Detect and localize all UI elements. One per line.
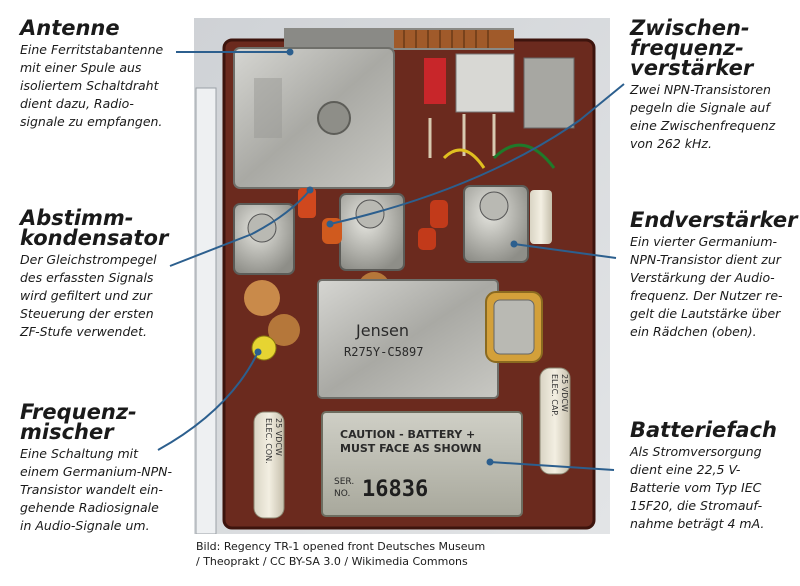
electrolytic-capacitor-left: ELEC. CON. 25 VDCW	[253, 411, 285, 519]
case-frame	[195, 87, 217, 534]
annotation-text: Als Stromversorgung dient eine 22,5 V- B…	[630, 444, 765, 531]
annotation-title: Endverstärker	[630, 208, 798, 232]
annotation-title: Abstimm- kondensator	[20, 206, 169, 250]
svg-text:25 VDCW: 25 VDCW	[274, 418, 283, 456]
annotation-title: Batteriefach	[630, 418, 777, 442]
annotation-abstimmkondensator: Abstimm- kondensator Der Gleichstrompege…	[20, 208, 192, 341]
battery-plate: CAUTION - BATTERY + MUST FACE AS SHOWN S…	[321, 411, 523, 517]
transformer-brand: Jensen	[355, 321, 409, 340]
annotation-frequenzmischer: Frequenz- mischer Eine Schaltung mit ein…	[20, 402, 192, 535]
annotation-zwischenfrequenzverstaerker: Zwischen- frequenz- verstärker Zwei NPN-…	[630, 18, 798, 153]
annotation-title: Frequenz- mischer	[20, 400, 137, 444]
annotation-title: Antenne	[20, 16, 120, 40]
annotation-text: Eine Schaltung mit einem Germanium-NPN- …	[20, 446, 173, 533]
serial-number: 16836	[362, 477, 428, 502]
annotation-batteriefach: Batteriefach Als Stromversorgung dient e…	[630, 420, 798, 533]
jensen-transformer: Jensen R275Y-C5897	[317, 279, 499, 399]
annotation-text: Der Gleichstrompegel des erfassten Signa…	[20, 252, 157, 339]
radio-circuit-photo: Jensen R275Y-C5897 ELEC. CON. 25 VDCW EL…	[194, 18, 610, 534]
annotation-antenne: Antenne Eine Ferritstabantenne mit einer…	[20, 18, 192, 131]
image-credit: Bild: Regency TR-1 opened front Deutsche…	[196, 540, 486, 568]
annotation-text: Ein vierter Germanium- NPN-Transistor di…	[630, 234, 783, 339]
svg-text:NO.: NO.	[334, 489, 350, 499]
annotation-title: Zwischen- frequenz- verstärker	[630, 16, 754, 80]
svg-text:SER.: SER.	[334, 477, 354, 487]
svg-text:ELEC. CON.: ELEC. CON.	[264, 418, 273, 464]
svg-text:25 VDCW: 25 VDCW	[560, 374, 569, 412]
electrolytic-capacitor-right: ELEC. CAP. 25 VDCW	[539, 367, 571, 475]
annotation-text: Eine Ferritstabantenne mit einer Spule a…	[20, 42, 164, 129]
svg-text:ELEC. CAP.: ELEC. CAP.	[550, 374, 559, 416]
annotation-text: Zwei NPN-Transistoren pegeln die Signale…	[630, 82, 776, 151]
battery-caution-text: CAUTION - BATTERY +	[340, 428, 475, 441]
battery-face-text: MUST FACE AS SHOWN	[340, 442, 481, 455]
transformer-part-number: R275Y-C5897	[344, 345, 423, 359]
annotation-endverstaerker: Endverstärker Ein vierter Germanium- NPN…	[630, 210, 798, 341]
